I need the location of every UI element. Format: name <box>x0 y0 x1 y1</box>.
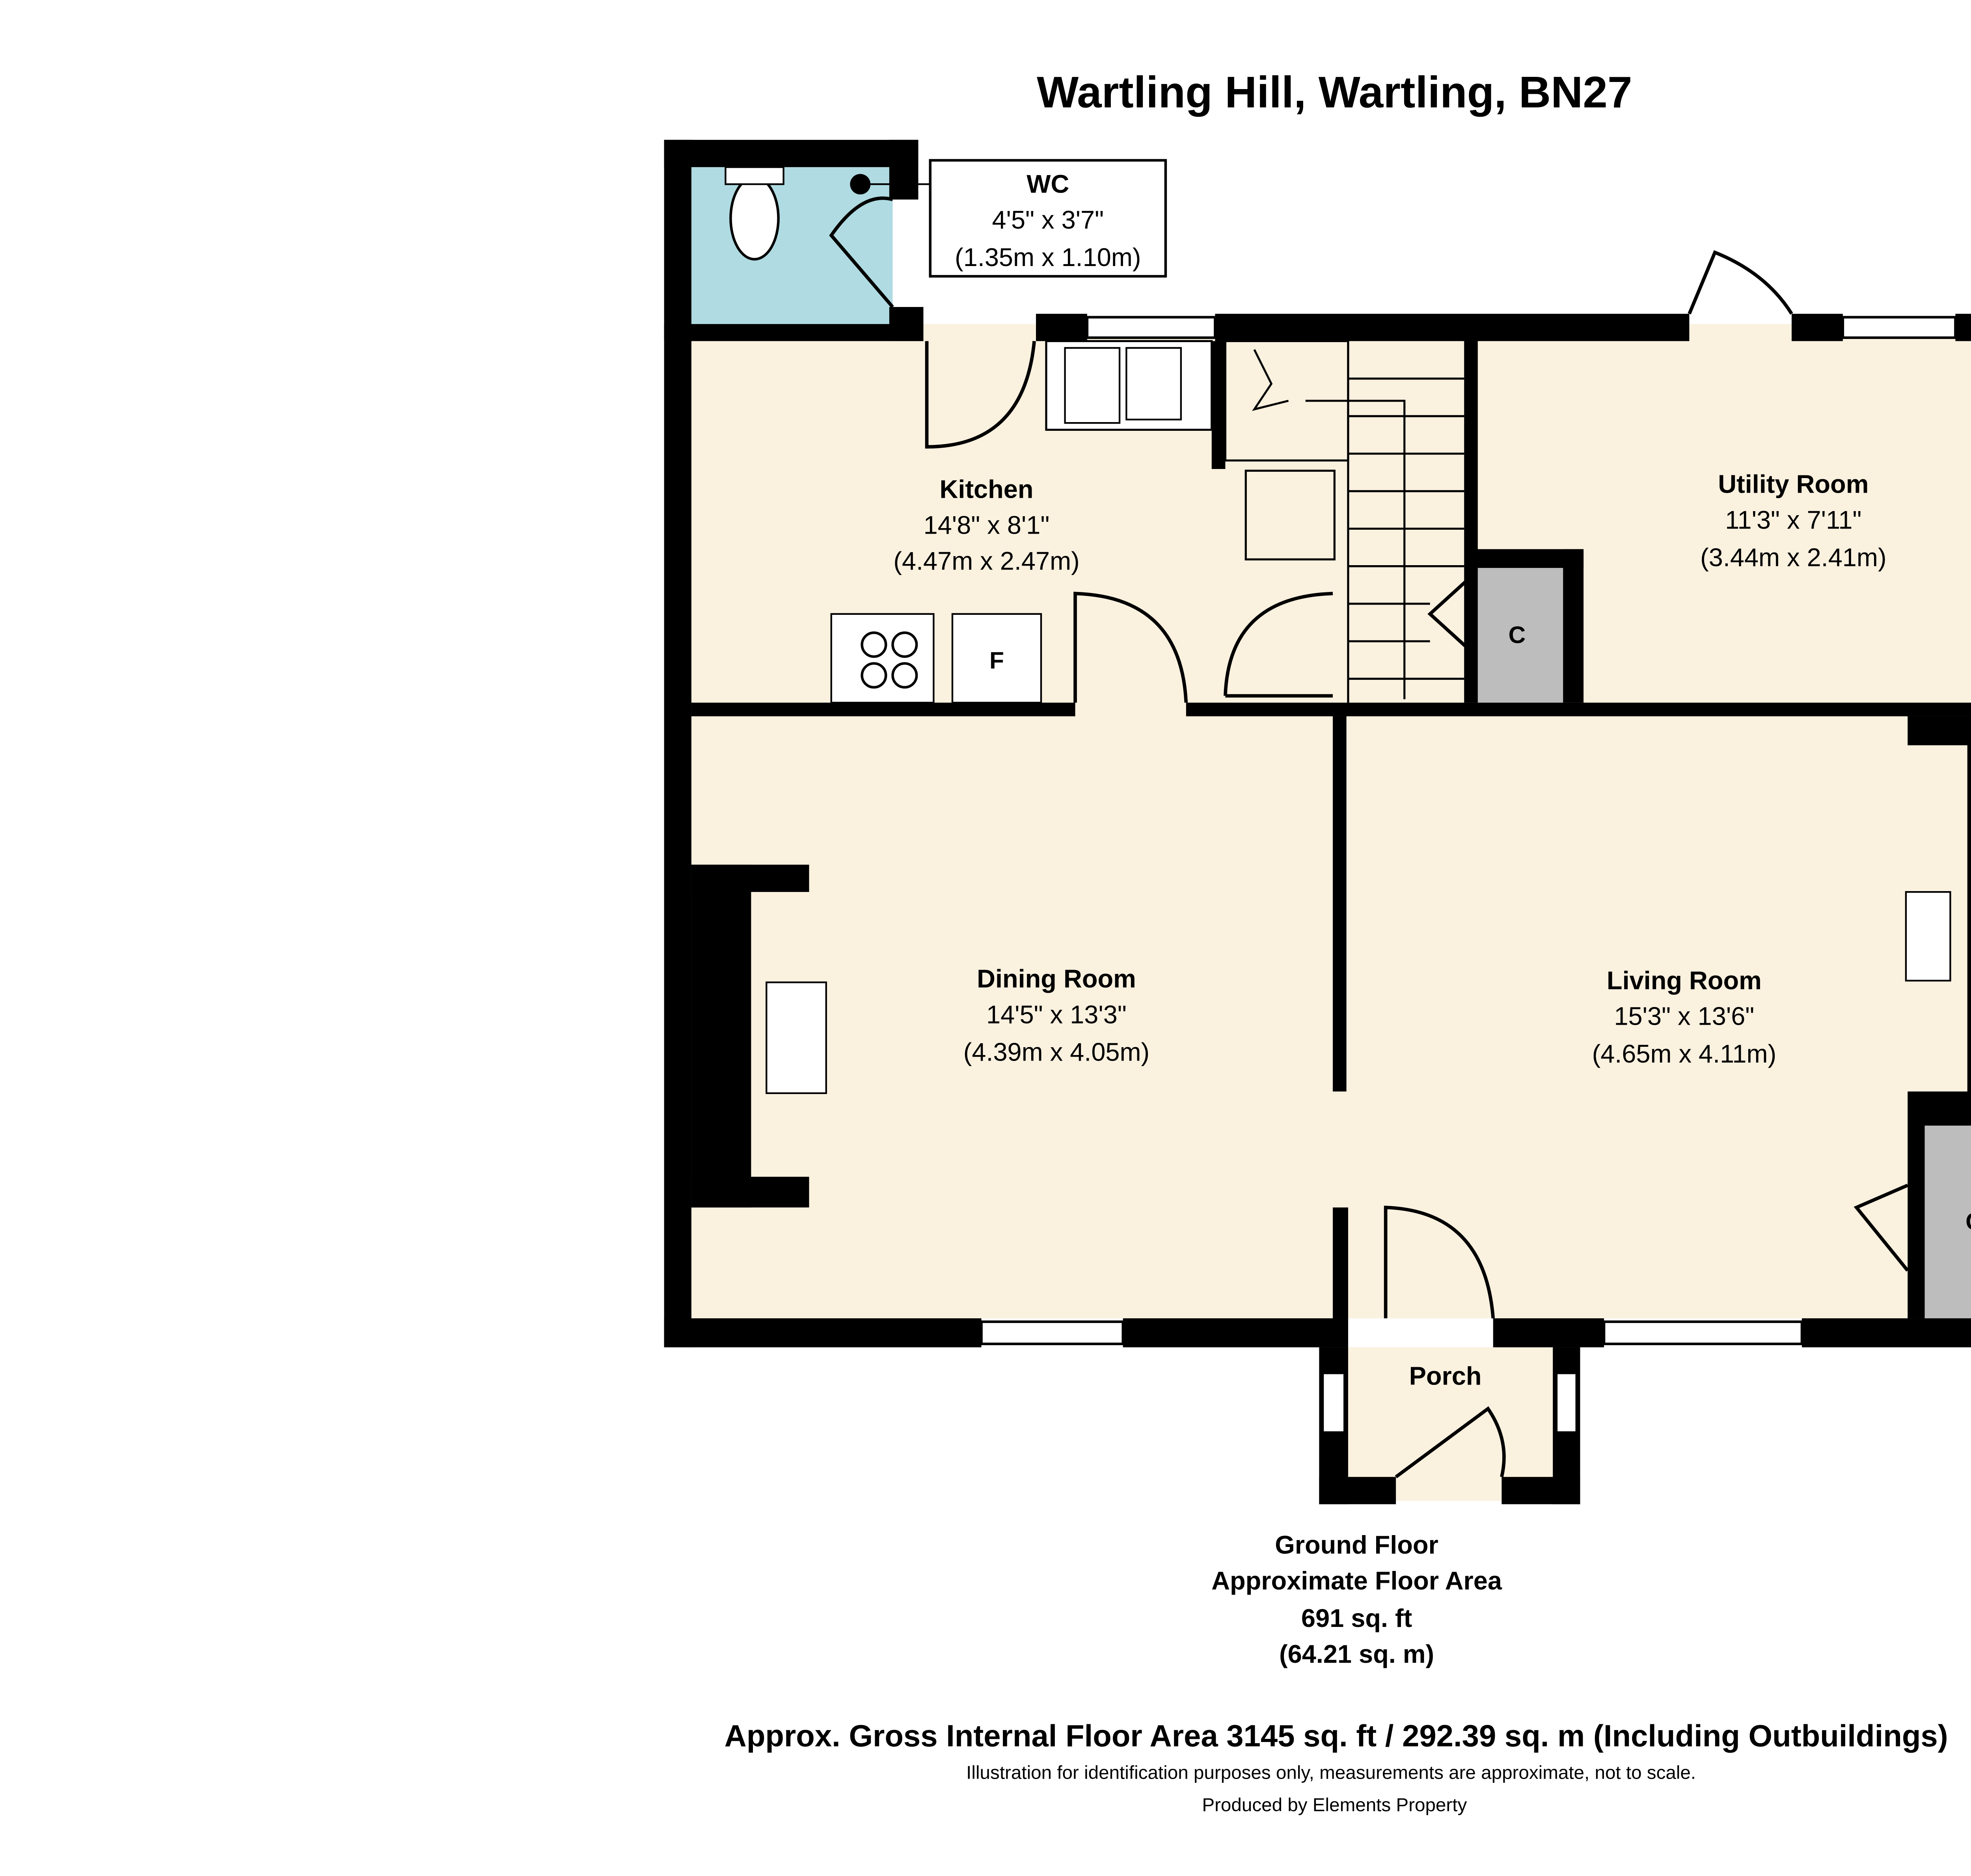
fixtures: F <box>725 166 1951 1094</box>
kitchen-size-metric: (4.47m x 2.47m) <box>893 546 1079 575</box>
doors <box>829 196 1909 1478</box>
cupboard-upper-label: C <box>1508 621 1526 648</box>
window <box>1086 316 1217 339</box>
kitchen-size-imperial: 14'8" x 8'1" <box>924 510 1050 539</box>
cupboard-lower <box>1924 1126 1971 1318</box>
fireplace-living <box>1905 891 1951 982</box>
wc-size-imperial: 4'5" x 3'7" <box>992 205 1104 234</box>
door-porch <box>1384 1206 1495 1319</box>
porch-name: Porch <box>1409 1362 1482 1390</box>
window <box>1555 1372 1578 1434</box>
room-floors <box>691 167 1971 1501</box>
dining-name: Dining Room <box>977 964 1136 993</box>
living-size-metric: (4.65m x 4.11m) <box>1592 1039 1777 1068</box>
window <box>980 1320 1124 1346</box>
door-kitchen-wc <box>925 341 1036 449</box>
page-title: Wartling Hill, Wartling, BN27 <box>1037 67 1632 117</box>
door-kitchen-dining <box>1073 592 1188 703</box>
wc-name: WC <box>1026 169 1069 198</box>
utility-name: Utility Room <box>1718 470 1869 499</box>
sink-basin-icon <box>1125 347 1182 421</box>
walls <box>664 140 1971 1504</box>
utility-size-imperial: 11'3" x 7'11" <box>1725 505 1861 534</box>
kitchen-name: Kitchen <box>940 475 1034 504</box>
hob-rings <box>861 631 918 689</box>
fridge-label: F <box>989 647 1004 674</box>
floor-area-sqft: 691 sq. ft <box>1301 1604 1412 1632</box>
door-cupboard-upper <box>1427 579 1469 650</box>
sink-drainer-icon <box>1064 347 1121 424</box>
floor-area-label: Approximate Floor Area <box>1211 1566 1502 1595</box>
door-under-stairs <box>1224 592 1333 698</box>
main-floor <box>691 324 1971 1318</box>
dining-size-imperial: 14'5" x 13'3" <box>986 1000 1127 1029</box>
utility-size-metric: (3.44m x 2.41m) <box>1700 543 1886 572</box>
staircase <box>1224 340 1464 703</box>
window <box>1321 1372 1346 1434</box>
fireplace-dining <box>766 981 827 1094</box>
wc-label-box <box>929 159 1167 278</box>
door-cupboard-lower <box>1854 1184 1909 1272</box>
wc-label-pointer <box>850 174 871 195</box>
windows <box>980 316 1957 1434</box>
window <box>1602 1320 1803 1346</box>
door-wc <box>829 196 894 308</box>
cupboard-lower-label: C <box>1965 1208 1971 1235</box>
cupboard-upper <box>1467 568 1563 703</box>
dining-size-metric: (4.39m x 4.05m) <box>963 1038 1149 1066</box>
window <box>1841 316 1957 339</box>
gross-area: Approx. Gross Internal Floor Area 3145 s… <box>725 1718 1948 1753</box>
living-name: Living Room <box>1607 966 1762 995</box>
floor-name: Ground Floor <box>1275 1530 1438 1559</box>
door-front <box>1395 1406 1506 1478</box>
producer-credit: Produced by Elements Property <box>1202 1795 1467 1816</box>
fridge-icon <box>951 613 1042 704</box>
toilet-cistern <box>725 166 784 185</box>
disclaimer: Illustration for identification purposes… <box>966 1762 1696 1783</box>
wc-size-metric: (1.35m x 1.10m) <box>955 243 1141 272</box>
hob-icon <box>830 613 935 704</box>
door-utility <box>1688 250 1793 315</box>
porch-floor <box>1348 1347 1553 1501</box>
living-size-imperial: 15'3" x 13'6" <box>1614 1002 1754 1031</box>
toilet-icon <box>729 176 780 261</box>
floor-area-sqm: (64.21 sq. m) <box>1279 1640 1434 1668</box>
